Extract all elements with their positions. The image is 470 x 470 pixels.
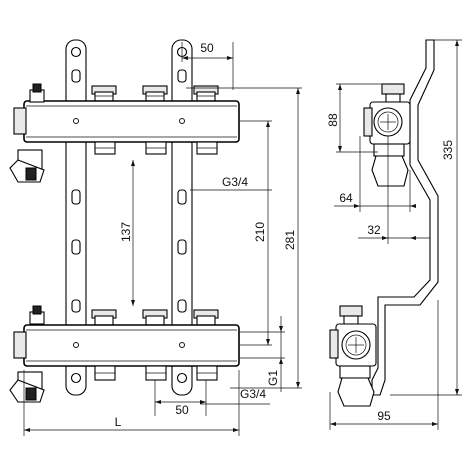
upper-outlets <box>94 141 218 155</box>
side-bracket <box>371 39 439 396</box>
dim-top-spacing: 50 <box>200 41 214 55</box>
lower-manifold-bar <box>23 324 240 367</box>
lower-top-valves <box>91 309 219 326</box>
lower-side-body <box>329 305 377 407</box>
dim-95: 95 <box>377 409 391 423</box>
dim-bottom-spacing: 50 <box>175 403 189 417</box>
dim-length: L <box>115 415 122 429</box>
dim-32: 32 <box>367 223 381 237</box>
dim-thread-bottom: G3/4 <box>240 387 266 401</box>
upper-manifold-bar <box>23 100 240 143</box>
lower-outlets <box>94 365 218 381</box>
dim-64: 64 <box>339 191 353 205</box>
lower-left-fitting <box>9 305 45 403</box>
top-valves <box>91 85 219 102</box>
dim-88: 88 <box>326 113 340 127</box>
dim-thread-g1: G1 <box>266 370 280 386</box>
upper-side-body <box>363 83 411 187</box>
front-view: 50 G3/4 137 210 281 G1 50 G3/4 <box>9 39 302 436</box>
upper-left-fitting <box>9 83 45 183</box>
dim-210: 210 <box>253 222 267 242</box>
dim-335: 335 <box>441 140 455 160</box>
dim-thread-top: G3/4 <box>222 175 248 189</box>
dim-137: 137 <box>119 222 133 242</box>
side-view: 88 64 32 335 95 <box>326 39 462 430</box>
dim-281: 281 <box>283 230 297 250</box>
